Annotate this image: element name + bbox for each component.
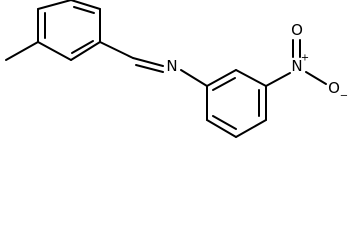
ring-to-ch-bond — [99, 41, 134, 59]
ring-double-bond — [73, 6, 95, 14]
nitro-oxygen-charge: − — [340, 91, 348, 102]
nitro-oxygen-right-label: O — [328, 79, 340, 97]
nitro-nitrogen-label: N — [291, 57, 302, 75]
nitro-nitrogen-charge: + — [301, 53, 309, 64]
ch-n-double-bond — [132, 57, 164, 67]
ring-bond — [37, 41, 72, 61]
ring-bond — [70, 0, 101, 10]
ring-bond — [37, 0, 72, 10]
tolyl-ring — [37, 0, 101, 61]
ring-to-nitro-bond — [265, 72, 291, 87]
ring-double-bond — [212, 115, 237, 130]
ring-bond — [70, 41, 101, 61]
ring-bond — [235, 69, 267, 87]
ring-bond — [206, 69, 237, 87]
methyl-bond — [5, 41, 39, 61]
n-to-ring-bond — [180, 69, 208, 87]
ring-bond — [235, 119, 267, 138]
n-o-single-bond — [305, 71, 327, 85]
nitro-oxygen-top-label: O — [291, 21, 303, 39]
ring-double-bond — [212, 77, 236, 91]
molecule-structure: N N + O O − — [5, 0, 348, 138]
ch-n-double-bond — [135, 64, 164, 73]
ring-bond — [206, 119, 237, 138]
ring-double-bond — [71, 40, 94, 54]
imine-nitrogen-label: N — [166, 57, 177, 75]
nitrophenyl-ring — [206, 69, 267, 138]
